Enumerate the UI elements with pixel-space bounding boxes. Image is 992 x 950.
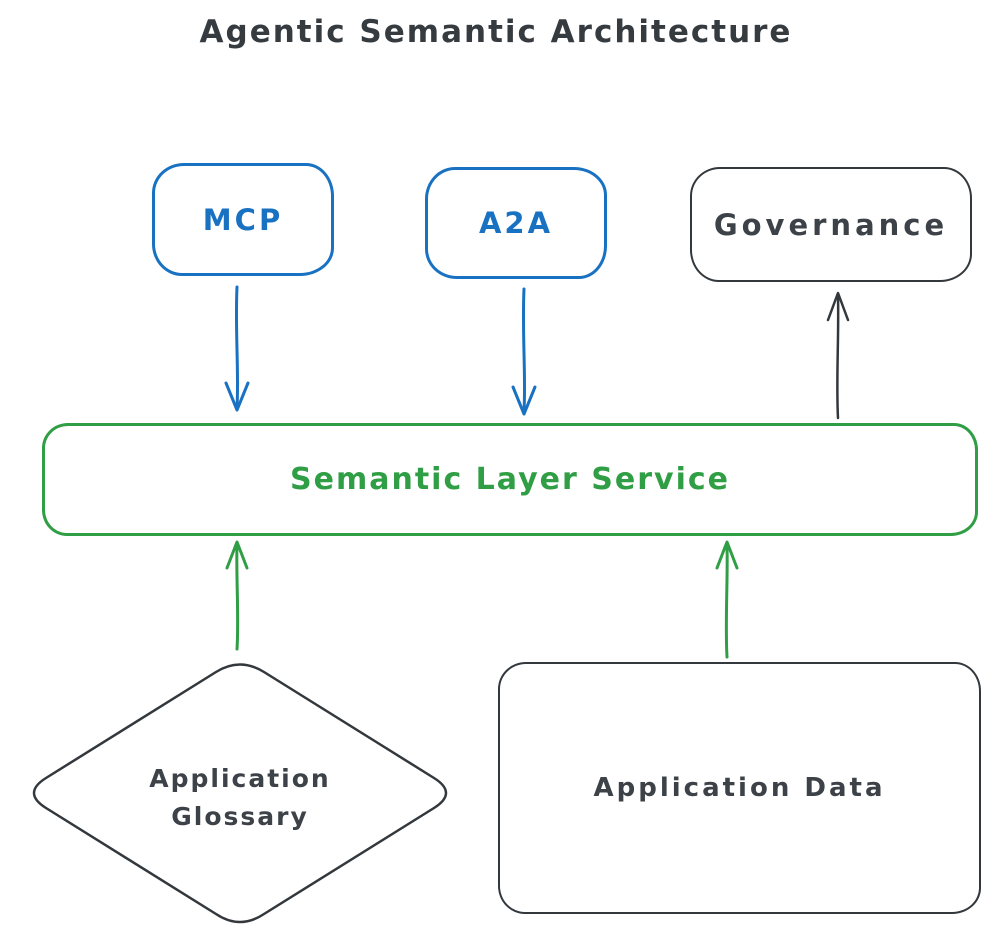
arrowhead-down-icon [511,385,537,416]
node-application-data-label: Application Data [593,773,886,803]
node-mcp-label: MCP [202,202,284,237]
edge-a2a-to-sls [511,287,537,416]
node-governance-label: Governance [713,207,949,242]
edge-sls-to-governance [826,291,850,420]
node-application-glossary-label: Application Glossary [90,760,390,835]
node-a2a-label: A2A [478,206,554,240]
node-semantic-layer-service-label: Semantic Layer Service [290,462,730,497]
edge-mcp-to-sls [224,285,250,412]
arrowhead-up-icon [715,540,739,570]
glossary-label-line2: Glossary [171,801,309,831]
arrowhead-up-icon [826,291,850,322]
node-governance: Governance [690,167,972,282]
node-semantic-layer-service: Semantic Layer Service [42,423,978,536]
edge-glossary-to-sls [225,540,249,651]
node-mcp: MCP [152,163,334,276]
glossary-label-line1: Application [149,764,331,793]
edge-appdata-to-sls [715,540,739,659]
node-a2a: A2A [425,167,607,279]
arrowhead-down-icon [224,381,250,412]
arrowhead-up-icon [225,540,249,570]
node-application-data: Application Data [498,662,981,914]
diagram-title: Agentic Semantic Architecture [199,14,793,50]
